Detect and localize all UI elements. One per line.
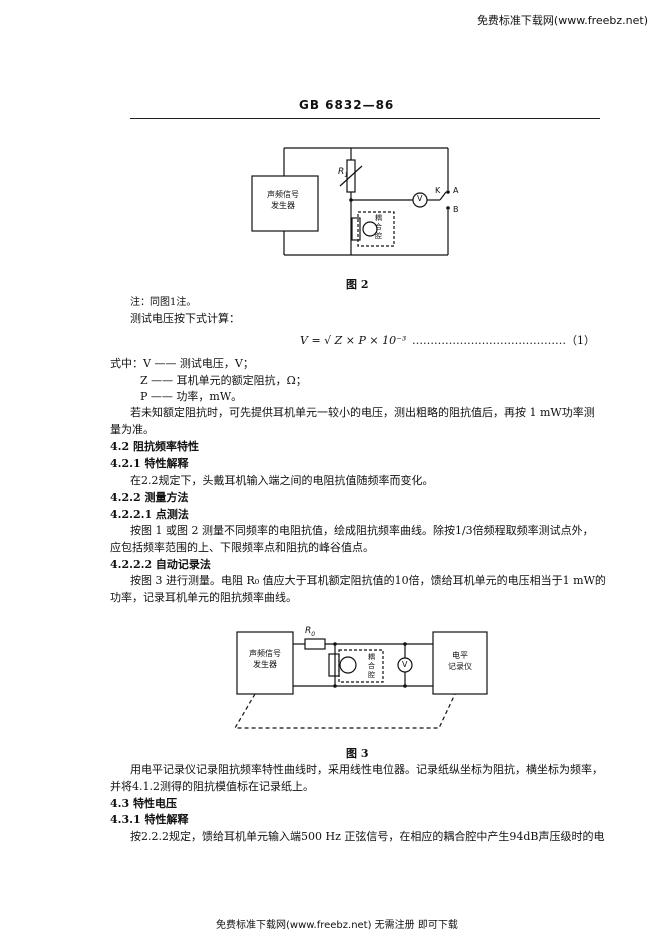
fig3-generator-label: 声频信号 发生器 <box>249 649 281 669</box>
watermark-top: 免费标准下载网(www.freebz.net) <box>476 14 648 27</box>
section-4-3: 4.3 特性电压 <box>110 797 177 810</box>
figure-3-diagram <box>233 631 488 729</box>
fig2-r1-label: R1 <box>338 167 349 179</box>
fig2-switch-a: A <box>453 186 459 195</box>
section-4-3-1-text: 按2.2.2规定，馈给耳机单元输入端500 Hz 正弦信号，在相应的耦合腔中产生… <box>130 830 605 843</box>
fig2-voltmeter-label: V <box>417 194 423 203</box>
where-z: Z —— 耳机单元的额定阻抗，Ω； <box>140 374 307 387</box>
figure-2-caption: 图 2 <box>346 278 369 291</box>
earphone-symbol <box>351 217 361 241</box>
recorder-box <box>432 631 488 695</box>
section-4-2-2-1-line2: 应包括频率范围的上、下限频率点和阻抗的峰谷值点。 <box>110 541 374 554</box>
section-4-2-2-1: 4.2.2.1 点测法 <box>110 508 189 521</box>
section-4-2-2: 4.2.2 测量方法 <box>110 491 189 504</box>
fig3-coupler-label: 耦 合 腔 <box>368 653 375 679</box>
linkage-dashed <box>233 693 456 729</box>
formula-number: ……………………………………（1） <box>412 334 595 347</box>
calc-intro: 测试电压按下式计算： <box>130 312 240 325</box>
para-unknown-line2: 量为准。 <box>110 423 154 436</box>
section-4-2-2-1-line1: 按图 1 或图 2 测量不同频率的电阻抗值，绘成阻抗频率曲线。除按1/3倍频程取… <box>130 524 594 537</box>
generator-box <box>251 175 319 232</box>
section-4-3-1: 4.3.1 特性解释 <box>110 813 189 826</box>
section-4-2-1-text: 在2.2规定下，头戴耳机输入端之间的电阻抗值随频率而变化。 <box>130 474 434 487</box>
section-4-2-2-2: 4.2.2.2 自动记录法 <box>110 558 211 571</box>
where-p: P —— 功率，mW。 <box>140 390 243 403</box>
figure-3-caption: 图 3 <box>346 747 369 760</box>
after-fig3-line1: 用电平记录仪记录阻抗频率特性曲线时，采用线性电位器。记录纸纵坐标为阻抗，横坐标为… <box>130 763 603 776</box>
fig2-coupler-label: 耦 合 腔 <box>375 214 382 240</box>
fig2-generator-label: 声频信号 发生器 <box>267 190 299 210</box>
switch-k <box>439 191 447 201</box>
generator-box <box>236 631 294 695</box>
fig3-recorder-label: 电平 记录仪 <box>448 651 472 671</box>
coupler-box <box>338 649 384 683</box>
figure-2-diagram <box>251 147 450 256</box>
fig2-switch-k: K <box>435 186 441 195</box>
formula: V = √ Z × P × 10⁻³ <box>300 334 407 347</box>
after-fig3-line2: 并将4.1.2测得的阻抗模值标在记录纸上。 <box>110 780 314 793</box>
resistor-r0 <box>304 638 326 650</box>
para-unknown-line1: 若未知额定阻抗时，可先提供耳机单元一较小的电压，测出粗略的阻抗值后，再按 1 m… <box>130 406 595 419</box>
fig3-voltmeter-label: V <box>402 660 408 669</box>
note-line: 注：同图1注。 <box>130 297 197 308</box>
section-4-2-2-2-line1: 按图 3 进行测量。电阻 R₀ 值应大于耳机额定阻抗值的10倍，馈给耳机单元的电… <box>130 574 606 587</box>
fig2-switch-b: B <box>453 205 459 214</box>
watermark-bottom: 免费标准下载网(www.freebz.net) 无需注册 即可下载 <box>216 920 458 931</box>
fig3-r0-label: R0 <box>305 626 316 638</box>
section-4-2-1: 4.2.1 特性解释 <box>110 457 189 470</box>
section-4-2: 4.2 阻抗频率特性 <box>110 440 199 453</box>
standard-number: GB 6832—86 <box>299 98 395 112</box>
header-rule <box>130 118 600 119</box>
resistor-r1-variable-arrow <box>339 165 363 187</box>
where-v: 式中：V —— 测试电压，V； <box>110 357 254 370</box>
coupler-box <box>357 211 395 247</box>
section-4-2-2-2-line2: 功率，记录耳机单元的阻抗频率曲线。 <box>110 591 297 604</box>
earphone-symbol <box>328 653 340 677</box>
